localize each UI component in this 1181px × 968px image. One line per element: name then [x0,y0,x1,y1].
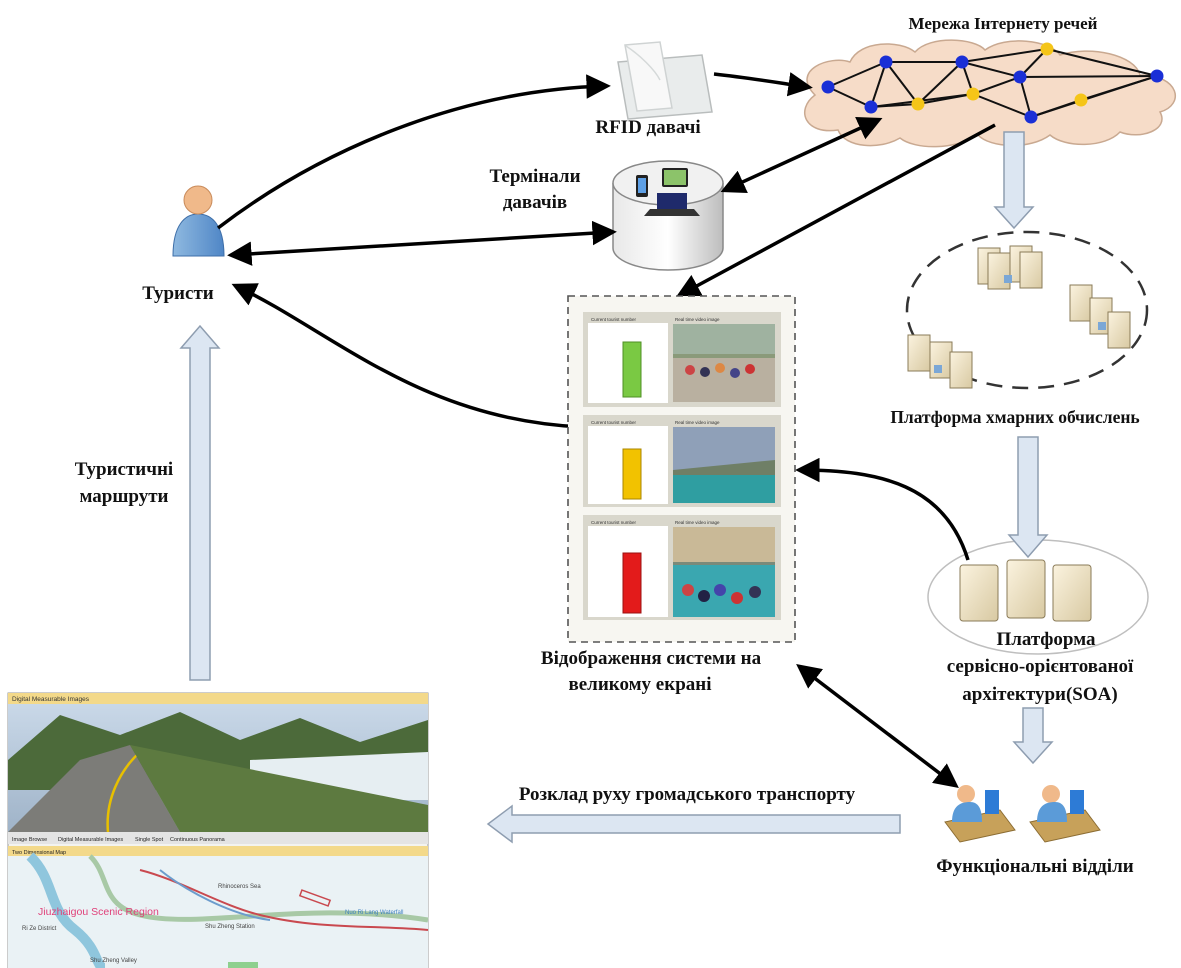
panel-bar [622,552,642,614]
sensor-terminals-icon [612,160,724,271]
tab-digital-measurable-images[interactable]: Digital Measurable Images [58,837,123,843]
screen-panel: Current tourist number Real time video i… [583,415,781,507]
tourists-label: Туристи [142,283,214,304]
map-window: Digital Measurable Images Image Browse D… [7,692,429,968]
panel-title: Current tourist number [591,520,637,525]
panel-title: Current tourist number [591,317,637,322]
soa-label-line3: архітектури(SOA) [962,684,1117,705]
iot-node [1150,69,1164,83]
server-icon [959,559,1092,622]
tourist-to-rfid-arrow [216,74,611,230]
map-window-titlebar [8,693,428,704]
iot-node [821,80,835,94]
terminals-tourist-arrow [227,220,617,266]
departments-label: Функціональні відділи [936,856,1133,877]
iot-node [911,97,925,111]
routes-hollow-arrow [179,324,221,681]
departments-icon [944,785,1101,843]
iot-terminals-arrow [720,117,883,193]
panel-subtitle: Real time video image [675,520,720,525]
screen-panel: Current tourist number Real time video i… [583,515,781,620]
map-place-label: Shu Zheng Valley [90,958,137,964]
cloud-platform: Платформа хмарних обчислень [890,230,1149,427]
map-place-label: Rhinoceros Sea [218,884,261,890]
departments-screen-arrow [796,664,959,788]
iot-node [879,55,893,69]
soa-to-departments-hollow-arrow [1012,707,1054,765]
view-tabs-bar [8,832,428,844]
rfid-label: RFID давачі [595,117,700,138]
server-icon [1069,284,1131,349]
iot-node [1013,70,1027,84]
cloud-to-soa-hollow-arrow [1007,436,1049,559]
iot-to-cloud-hollow-arrow [993,131,1035,230]
soa-to-screen-arrow [795,457,970,561]
iot-cloud-shape [804,39,1177,148]
terminals-label-line1: Термінали [489,166,580,187]
transport-hollow-arrow [486,804,901,844]
server-icon [977,245,1043,290]
iot-node [864,100,878,114]
iot-network: Мережа Інтернету речей [804,14,1177,148]
panel-bar [622,341,642,398]
map-place-label: Nuo Ri Lang Waterfall [345,910,403,916]
map-place-label: Shu Zheng Station [205,924,255,930]
map-window-title: Digital Measurable Images [12,696,90,703]
tab-image-browse[interactable]: Image Browse [12,837,47,843]
screen-panel: Current tourist number Real time video i… [583,312,781,407]
rfid-to-iot-arrow [713,72,813,97]
big-screen-label-line1: Відображення системи на [541,648,762,669]
iot-node [1040,42,1054,56]
terminals-label-line2: давачів [503,192,567,213]
cloud-platform-label: Платформа хмарних обчислень [890,407,1139,427]
panel-title: Current tourist number [591,420,637,425]
rfid-card-icon [617,41,713,120]
map-place-label: Ri Ze District [22,926,57,932]
soa-platform: Платформа сервісно-орієнтованої архітект… [927,539,1149,705]
tab-two-dimensional-map[interactable]: Two Dimensional Map [12,850,66,856]
panel-subtitle: Real time video image [675,420,720,425]
soa-label-line2: сервісно-орієнтованої [947,656,1134,677]
iot-node [1074,93,1088,107]
iot-nodes [821,42,1164,124]
big-screen-label-line2: великому екрані [568,674,711,695]
laptop-icon [657,193,687,209]
tab-continuous-panorama[interactable]: Continuous Panorama [170,837,226,843]
iot-node [1024,110,1038,124]
server-icon [907,334,973,389]
routes-label-line1: Туристичні [75,459,173,480]
tourist-person-icon [172,185,225,257]
connector-arrows [216,72,996,788]
big-screen-display: Current tourist number Real time video i… [567,295,796,643]
transport-schedule-label: Розклад руху громадського транспорту [519,784,856,805]
iot-network-label: Мережа Інтернету речей [909,14,1098,33]
screen-to-tourist-arrow [231,283,583,429]
panel-subtitle: Real time video image [675,317,720,322]
routes-label-line2: маршрути [79,486,168,507]
map-region-label: Jiuzhaigou Scenic Region [38,906,159,918]
iot-node [966,87,980,101]
panel-bar [622,448,642,500]
iot-to-screen-arrow [675,123,996,298]
soa-label-line1: Платформа [996,629,1096,650]
iot-node [955,55,969,69]
tab-single-spot[interactable]: Single Spot [135,837,164,843]
